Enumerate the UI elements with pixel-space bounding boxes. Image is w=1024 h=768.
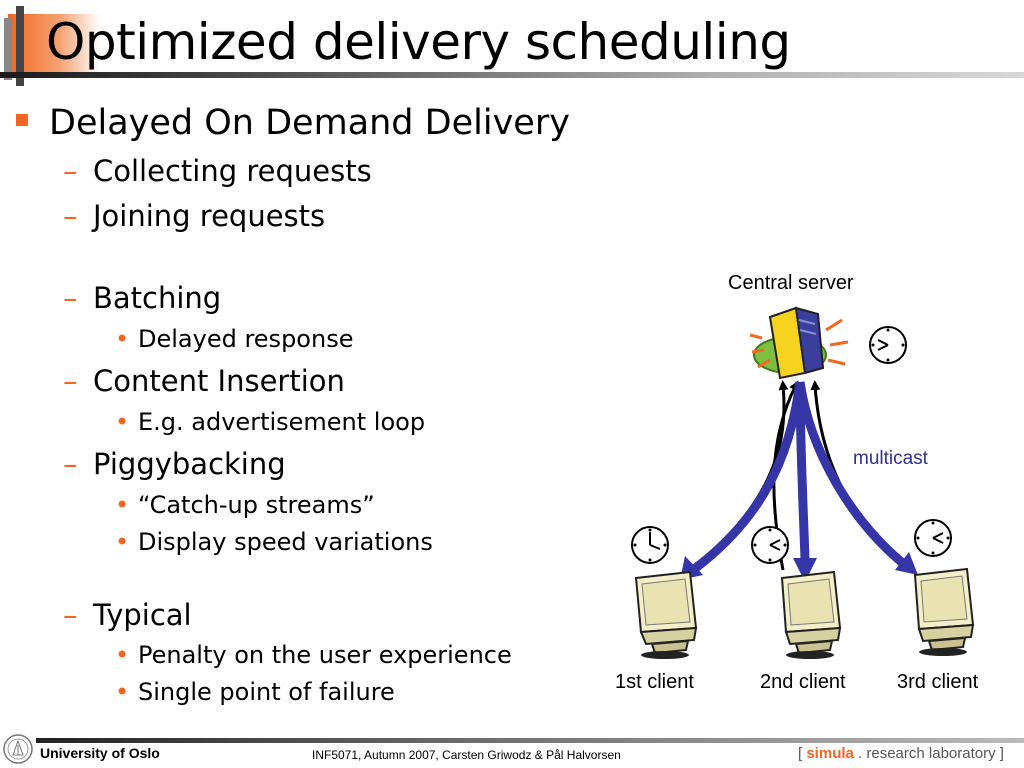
sub-sub-bullet-text: Delayed response: [138, 325, 354, 353]
clock-icon: [751, 526, 789, 564]
sub-bullet-text: Content Insertion: [93, 364, 345, 398]
footer-university: University of Oslo: [40, 745, 160, 761]
bullet-text: Delayed On Demand Delivery: [49, 103, 570, 143]
university-seal-icon: [3, 734, 33, 764]
sub-sub-bullet-text: E.g. advertisement loop: [138, 408, 426, 436]
dash-marker: –: [63, 447, 78, 481]
footer-course-info: INF5071, Autumn 2007, Carsten Griwodz & …: [312, 748, 621, 762]
client-label-3: 3rd client: [897, 671, 979, 693]
sub-sub-bullet-text: Single point of failure: [138, 678, 395, 706]
client-label-1: 1st client: [615, 671, 694, 693]
dash-marker: –: [63, 154, 78, 188]
multicast-arrow-1: [690, 381, 805, 574]
title-bar-decoration: [4, 18, 12, 80]
client-label-2: 2nd client: [760, 671, 846, 693]
dot-marker: •: [115, 325, 130, 353]
clock-icon: [631, 526, 669, 564]
dash-marker: –: [63, 598, 78, 632]
sub-bullet-text: Batching: [93, 281, 222, 315]
title-divider: [0, 72, 1024, 78]
sub-bullet-text: Typical: [93, 598, 192, 632]
sub-bullet-text: Piggybacking: [93, 447, 286, 481]
server-icon: [749, 306, 849, 380]
dash-marker: –: [63, 281, 78, 315]
dash-marker: –: [63, 199, 78, 233]
sub-sub-bullet-text: “Catch-up streams”: [138, 491, 375, 519]
computer-icon: [913, 567, 975, 656]
sub-sub-bullet-text: Display speed variations: [138, 528, 433, 556]
sub-bullet-text: Joining requests: [93, 199, 326, 233]
logo-bracket: ]: [999, 745, 1004, 762]
dot-marker: •: [115, 641, 130, 669]
clock-icon: [869, 326, 907, 364]
bullet-square-icon: [16, 114, 28, 126]
logo-simula: simula: [806, 745, 854, 762]
multicast-arrows: [680, 381, 918, 582]
dot-marker: •: [115, 678, 130, 706]
dash-marker: –: [63, 364, 78, 398]
computer-icon: [634, 570, 698, 659]
sub-bullet-text: Collecting requests: [93, 154, 372, 188]
computer-icon: [780, 570, 842, 659]
server-label: Central server: [728, 272, 854, 294]
multicast-label: multicast: [853, 448, 928, 469]
dot-marker: •: [115, 528, 130, 556]
title-bar-decoration: [16, 6, 24, 86]
dot-marker: •: [115, 408, 130, 436]
footer-divider: [36, 738, 1024, 743]
clock-icon: [914, 519, 952, 557]
multicast-arrow-3: [795, 381, 908, 569]
sub-sub-bullet-text: Penalty on the user experience: [138, 641, 512, 669]
logo-bracket: [: [798, 745, 803, 762]
dot-marker: •: [115, 491, 130, 519]
logo-rest: . research laboratory: [853, 745, 996, 762]
slide-title: Optimized delivery scheduling: [46, 13, 791, 71]
footer-simula-logo: [ simula . research laboratory ]: [798, 745, 1004, 762]
